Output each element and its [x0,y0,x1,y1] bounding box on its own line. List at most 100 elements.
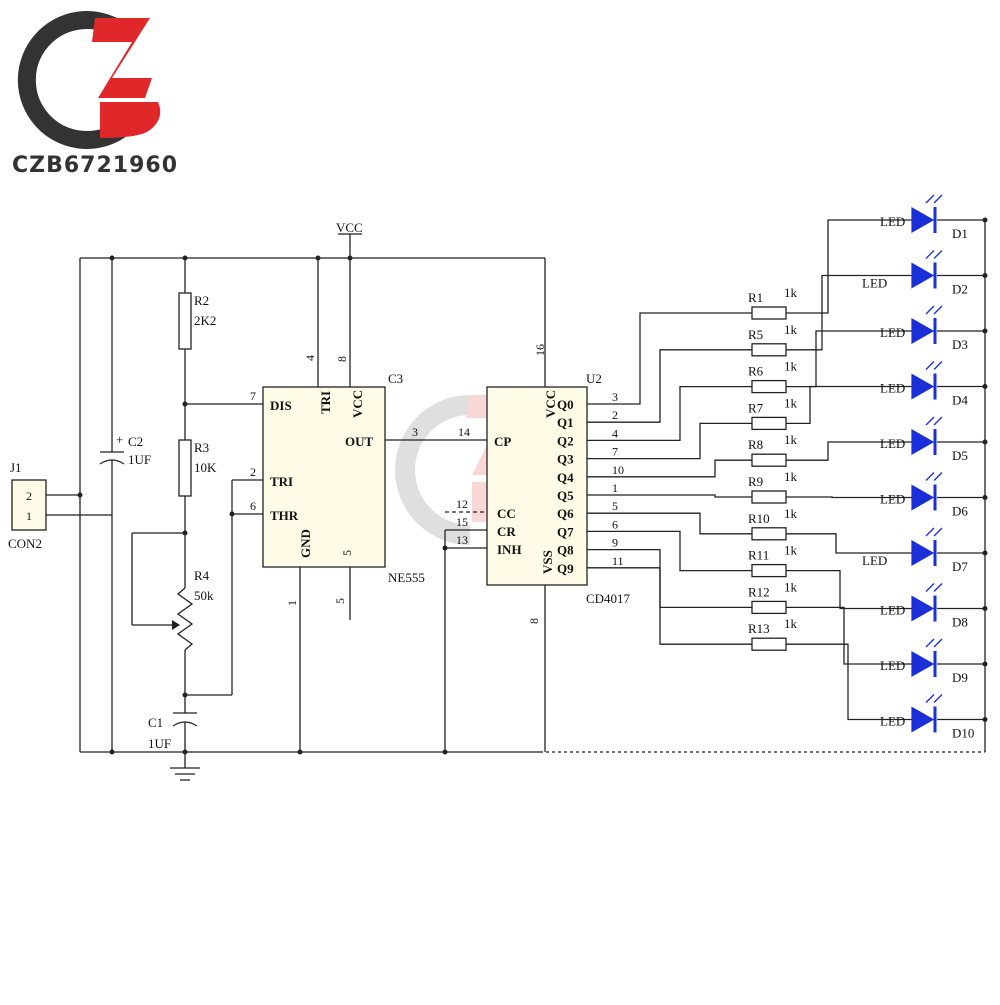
resistor-r11 [751,563,787,578]
resistor-r9 [751,490,787,504]
led-label: LED [880,492,905,507]
logo-brand-text: CZB6721960 [12,153,178,178]
resistor-value: 1k [784,432,798,447]
led-label: LED [862,276,887,291]
brand-logo: CZB6721960 [12,11,178,178]
r4-value: 50k [194,588,214,603]
j1-pin2: 2 [26,489,32,503]
cd4017-inh: INH [497,542,522,557]
resistor-value: 1k [784,579,798,594]
cd4017-output-q8: Q8 [557,543,574,558]
c1-ref: C1 [148,715,163,730]
led-label: LED [880,603,905,618]
ne555-part: NE555 [388,570,425,585]
resistor-ref: R1 [748,290,763,305]
cd4017-pin13: 13 [456,533,468,547]
resistor-ref: R10 [748,511,770,526]
led-label: LED [880,714,905,729]
led-ref: D2 [952,282,968,297]
cd4017-output-pin-4: 10 [612,463,624,477]
ic-ne555: C3 NE555 7 DIS 2 TRI 6 THR 4 8 TRI VCC O… [185,255,487,755]
ne555-pin1: 1 [285,600,299,606]
led-label: LED [880,214,905,229]
ne555-pin2: 2 [250,465,256,479]
resistor-ref: R11 [748,548,769,563]
r4-ref: R4 [194,568,210,583]
resistor-value: 1k [784,506,798,521]
r2-ref: R2 [194,293,209,308]
c2-polarity: + [116,432,123,447]
ne555-pin7: 7 [250,389,256,403]
led-label: LED [880,436,905,451]
logo-c-arc [17,11,125,149]
cd4017-output-q2: Q2 [557,433,574,448]
resistor-r12 [751,600,787,615]
j1-name: CON2 [8,536,42,551]
logo-z-shape [92,18,152,98]
led-ref: D3 [952,337,968,352]
led-ref: D4 [952,393,968,408]
resistor-ref: R9 [748,474,763,489]
cd4017-output-pin-3: 7 [612,445,618,459]
cd4017-vss: VSS [540,550,555,574]
led-label: LED [862,553,887,568]
cd4017-pin16: 16 [533,344,547,356]
resistor-value: 1k [784,285,798,300]
cd4017-output-q5: Q5 [557,488,574,503]
led-ref: D6 [952,504,968,519]
cd4017-cr: CR [497,524,516,539]
cd4017-output-q3: Q3 [557,452,574,467]
led-ref: D8 [952,615,968,630]
logo-b-shape [100,102,161,138]
ne555-vcc: VCC [350,390,365,418]
cd4017-pin12: 12 [456,497,468,511]
resistor-ref: R6 [748,364,764,379]
led-d7: LED D7 [862,527,988,574]
ne555-tri-left: TRI [270,474,293,489]
j1-pin1: 1 [26,509,32,523]
ne555-ctrl: 5 [340,550,354,556]
r3-value: 10K [194,460,217,475]
resistor-r13 [751,637,787,651]
led-d2: LED D2 [862,250,988,297]
led-ref: D7 [952,559,968,574]
r3-ref: R3 [194,440,209,455]
ne555-pin8: 8 [335,356,349,362]
led-label: LED [880,325,905,340]
cd4017-output-q1: Q1 [557,415,574,430]
resistor-r1 [751,306,787,320]
cd4017-pin14: 14 [458,425,470,439]
ic-cd4017: U2 CD4017 16 VCC 14 CP 12 15 13 CC CR IN… [442,258,752,755]
resistor-value: 1k [784,395,798,410]
resistor-ref: R5 [748,327,763,342]
resistor-r8 [751,453,787,467]
r3-body [178,439,192,497]
r2-body [178,292,192,350]
led-ref: D5 [952,448,968,463]
led-d8: LED D8 [880,583,988,630]
cd4017-output-pin-8: 9 [612,536,618,550]
cd4017-output-pin-7: 6 [612,517,618,531]
led-label: LED [880,658,905,673]
cd4017-output-pin-6: 5 [612,499,618,513]
ne555-pin6: 6 [250,499,256,513]
cd4017-vcc: VCC [543,390,558,418]
cd4017-ref: U2 [586,371,602,386]
led-d6: LED D6 [880,472,988,519]
c1-value: 1UF [148,736,171,751]
resistor-ref: R8 [748,437,763,452]
cd4017-output-pin-5: 1 [612,481,618,495]
ne555-tri-top: TRI [318,391,333,414]
cd4017-cp: CP [494,434,511,449]
ne555-pin5: 5 [333,598,347,604]
ne555-thr: THR [270,508,299,523]
cd4017-output-pin-2: 4 [612,426,618,440]
c2-value: 1UF [128,452,151,467]
cd4017-output-pin-1: 2 [612,408,618,422]
